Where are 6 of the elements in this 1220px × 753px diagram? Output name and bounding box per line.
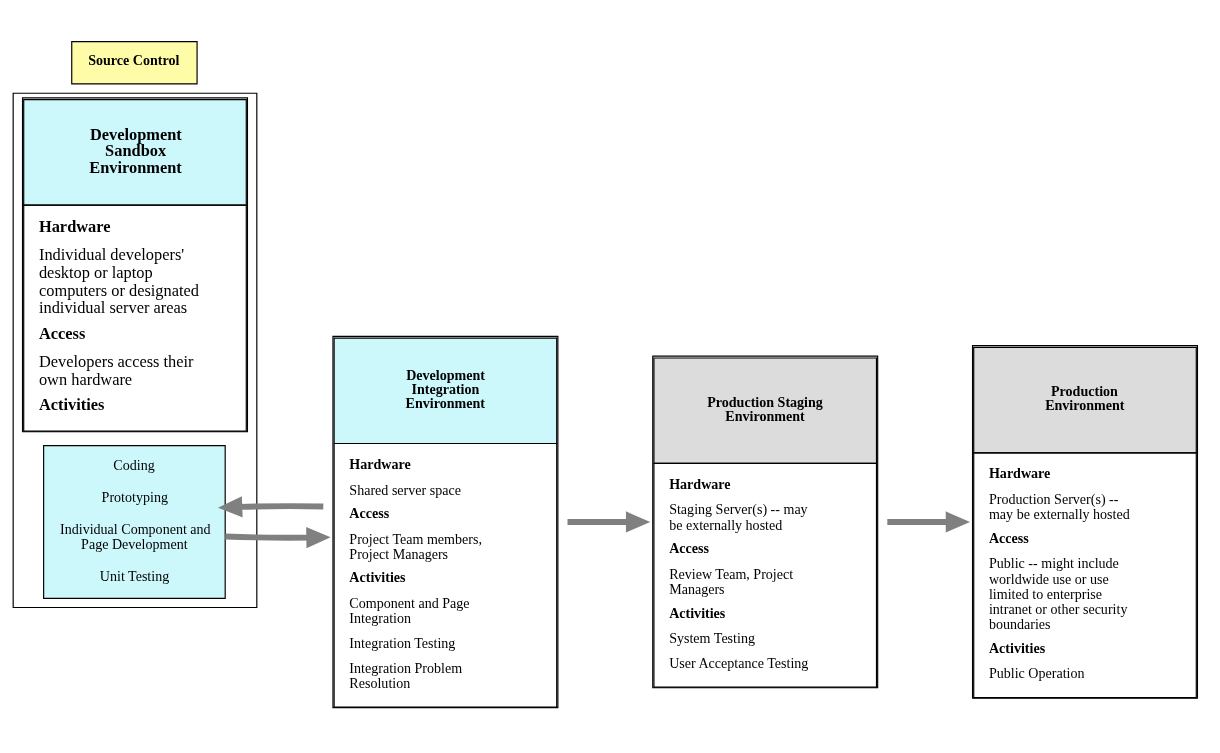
arrow	[225, 526, 331, 548]
arrow	[217, 495, 324, 517]
node-box: Source Control	[71, 40, 198, 84]
arrow	[567, 510, 651, 533]
arrow	[887, 510, 971, 533]
node-box: Coding Prototyping Individual Component and Page Development Unit Testing	[43, 444, 226, 599]
